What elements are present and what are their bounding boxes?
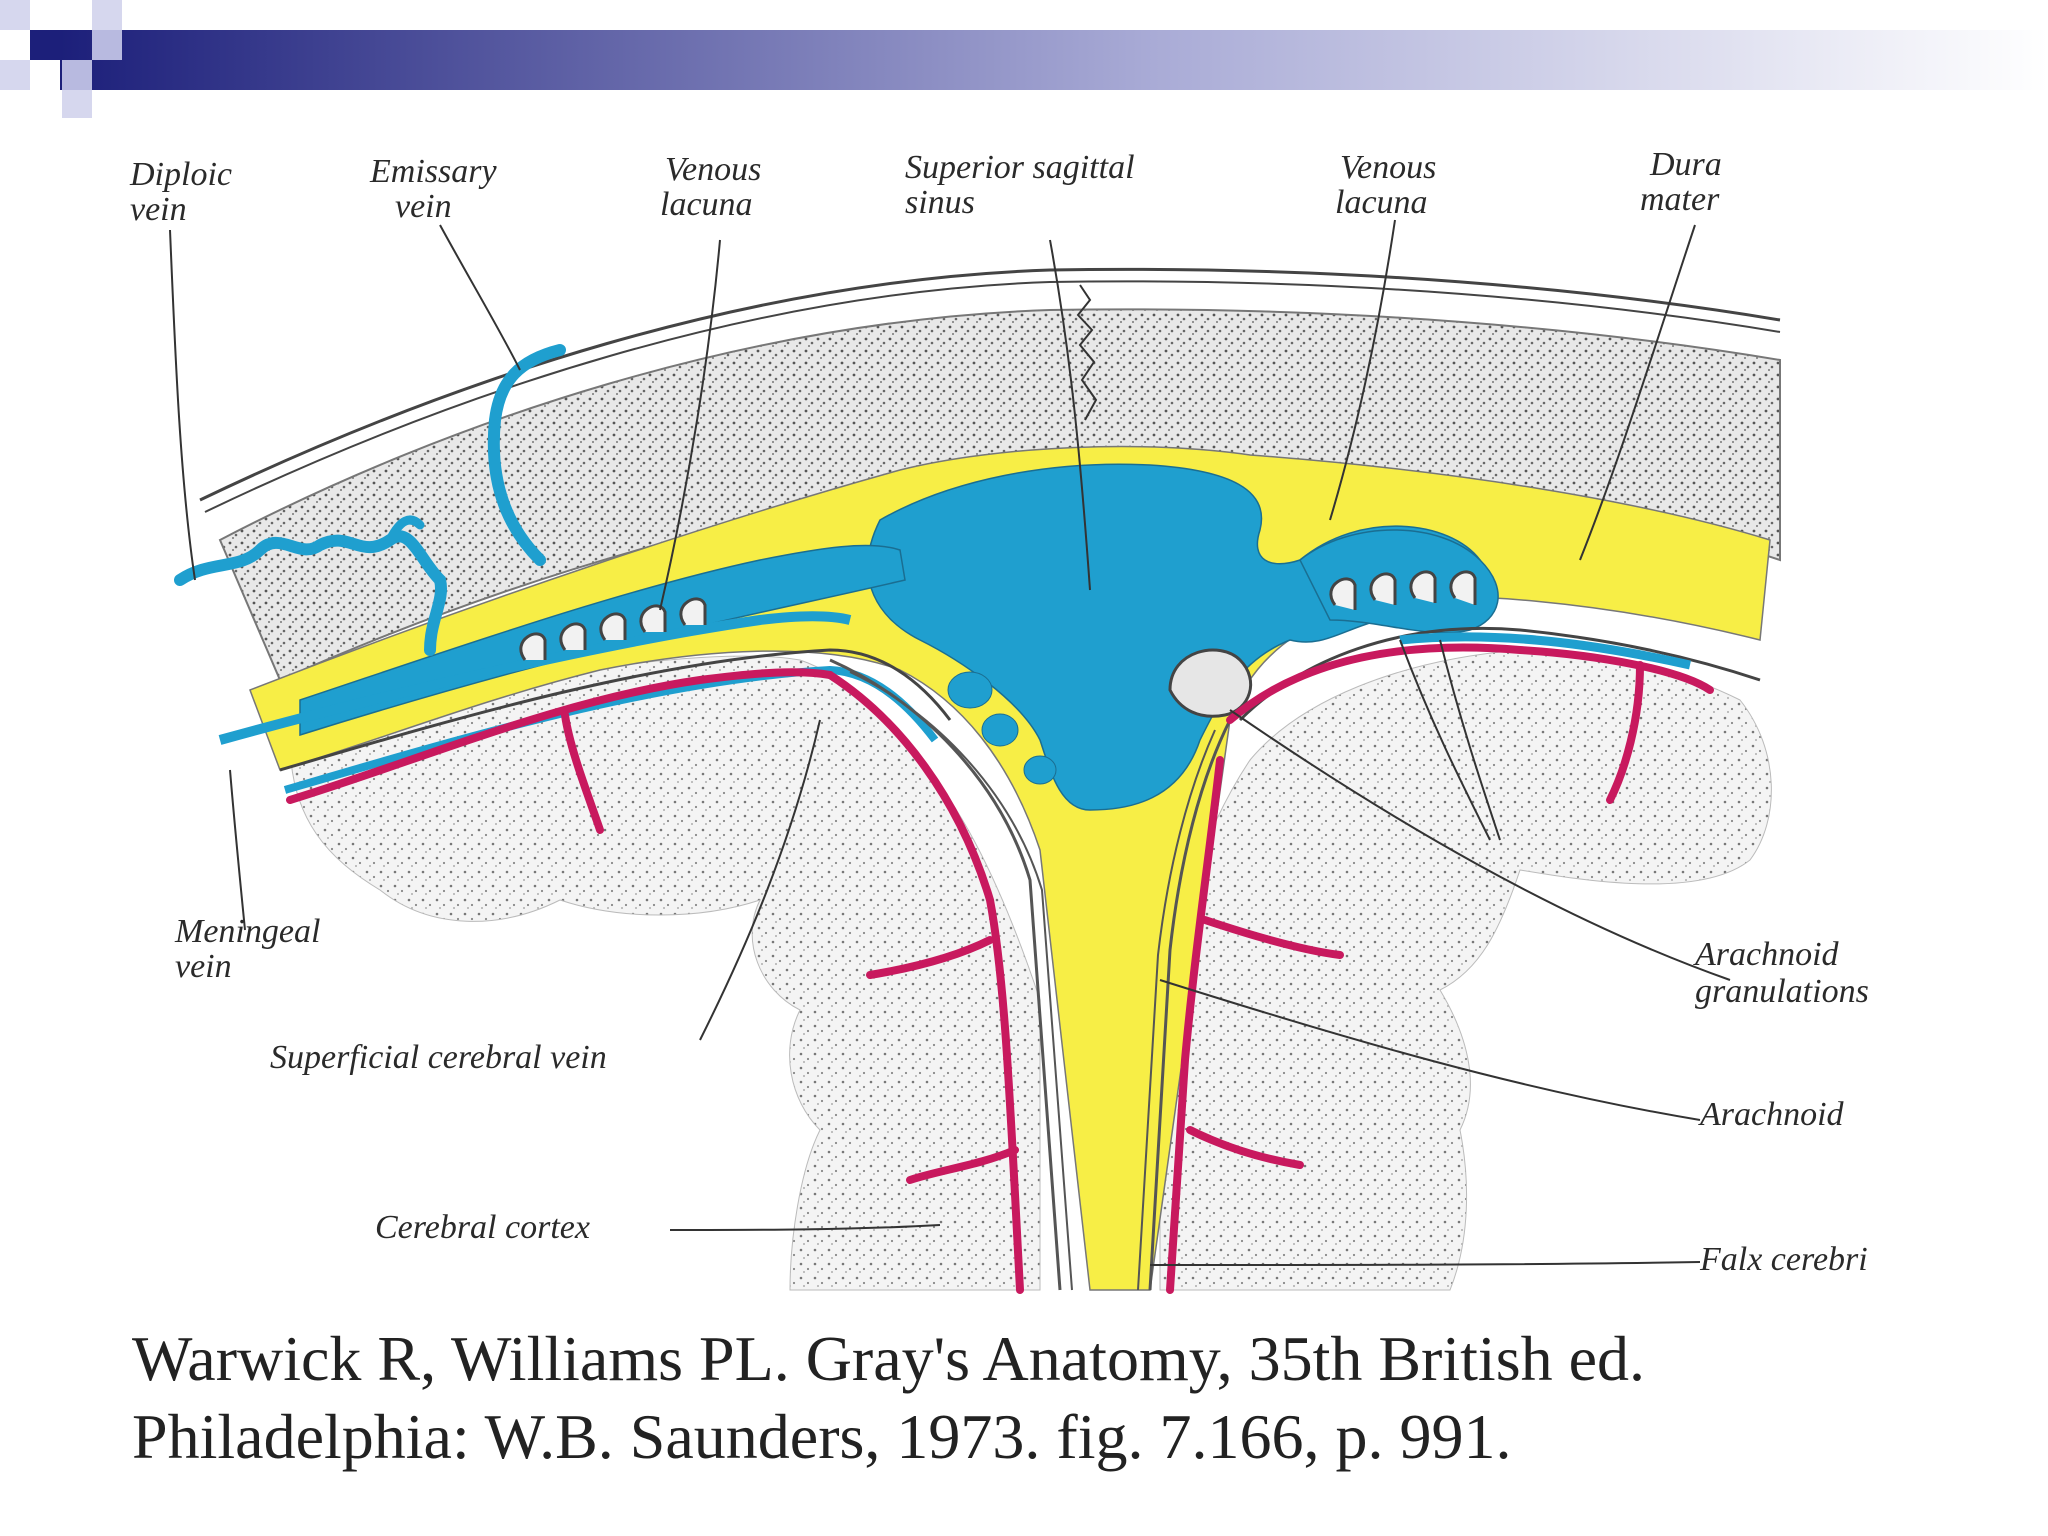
header-square (62, 90, 92, 118)
header-square (62, 60, 92, 90)
label-dura-mater-line2: mater (1640, 181, 1720, 218)
header-square (92, 30, 122, 60)
label-meningeal-vein-line1: Meningeal (174, 913, 320, 950)
venous-lacuna-small (947, 671, 993, 709)
venous-lacuna-left (299, 544, 906, 737)
label-superior-sagittal-sinus-line1: Superior sagittal (905, 149, 1135, 186)
label-superficial-cerebral-vein: Superficial cerebral vein (270, 1039, 607, 1076)
cerebral-arteries (286, 643, 1714, 1294)
label-arachnoid: Arachnoid (1698, 1096, 1845, 1133)
suture-line (1076, 284, 1098, 421)
arachnoid-granulations-left (519, 597, 707, 661)
header-square (92, 0, 122, 30)
header-bar (0, 0, 2048, 118)
label-venous-lacuna-right-line2: lacuna (1335, 184, 1428, 221)
falx-border-right-inner (1137, 729, 1216, 1291)
venous-lacuna-small (981, 713, 1019, 747)
arachnoid-membrane-left (279, 648, 952, 772)
header-square (0, 0, 30, 30)
cerebral-cortex (289, 655, 1041, 1291)
meningeal-vein (218, 611, 852, 745)
arachnoid-granulations-right (1329, 570, 1477, 610)
label-superior-sagittal-sinus-line2: sinus (905, 184, 975, 221)
outer-table-line (199, 267, 1781, 502)
label-emissary-vein-line1: Emissary (369, 153, 497, 190)
label-venous-lacuna-right-line1: Venous (1340, 149, 1436, 186)
label-emissary-vein-line2: vein (395, 188, 452, 225)
outer-table-line (204, 280, 1781, 513)
header-square (0, 60, 30, 90)
label-arachnoid-granulations-line2: granulations (1695, 973, 1869, 1010)
label-dura-mater-line1: Dura (1649, 146, 1722, 183)
leader-lines (169, 219, 1731, 1266)
falx-border-right (1148, 719, 1232, 1291)
label-arachnoid-granulations-line1: Arachnoid (1693, 936, 1840, 973)
label-venous-lacuna-left-line1: Venous (665, 151, 761, 188)
label-cerebral-cortex: Cerebral cortex (375, 1209, 590, 1246)
citation-caption: Warwick R, Williams PL. Gray's Anatomy, … (132, 1320, 2012, 1476)
label-falx-cerebri: Falx cerebri (1699, 1241, 1868, 1278)
falx-border-left (829, 658, 1062, 1291)
venous-lacuna-small (1023, 755, 1057, 785)
header-gradient-stripe (60, 30, 2048, 90)
emissary-vein (487, 344, 566, 566)
diploic-vein-branch (385, 515, 425, 545)
citation-line-1: Warwick R, Williams PL. Gray's Anatomy, … (132, 1323, 1645, 1394)
cerebral-cortex-right (1159, 649, 1772, 1291)
meningeal-vein-right (1399, 632, 1691, 670)
diploic-vein (174, 530, 447, 656)
label-diploic-vein-line1: Diploic (129, 156, 232, 193)
label-diploic-vein-line2: vein (130, 191, 187, 228)
label-meningeal-vein-line2: vein (175, 948, 232, 985)
meninges-diagram: Diploic vein Emissary vein Venous lacuna… (129, 146, 1869, 1294)
arachnoid-granulation-large (1168, 648, 1253, 718)
falx-border-left-inner (849, 671, 1073, 1291)
citation-line-2: Philadelphia: W.B. Saunders, 1973. fig. … (132, 1401, 1512, 1472)
label-venous-lacuna-left-line2: lacuna (660, 186, 753, 223)
header-square (30, 30, 60, 60)
